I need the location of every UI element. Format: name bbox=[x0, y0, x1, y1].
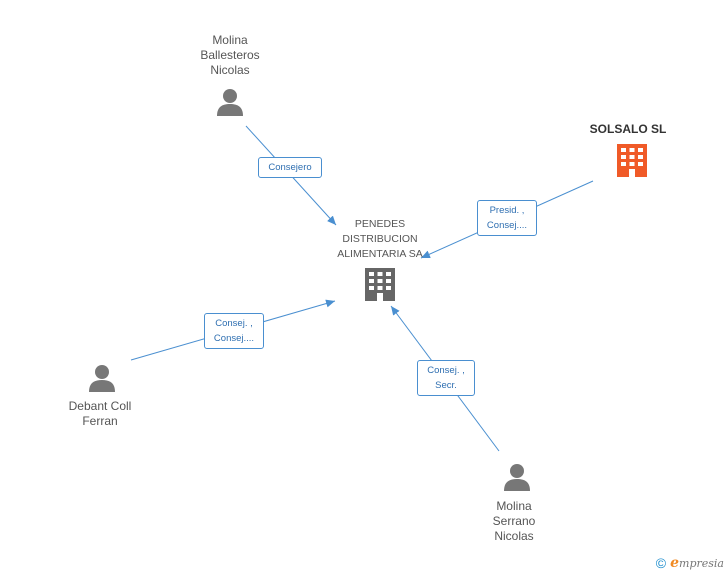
person-icon[interactable] bbox=[504, 464, 530, 491]
edge-label-consej-consej[interactable]: Consej. , Consej.... bbox=[204, 313, 264, 349]
person-label-debant-coll[interactable]: Debant Coll Ferran bbox=[68, 399, 132, 428]
edge-label-presid-consej[interactable]: Presid. , Consej.... bbox=[477, 200, 537, 236]
brand-logo[interactable]: empresia bbox=[670, 555, 724, 571]
footer-brand: © empresia bbox=[656, 555, 724, 571]
building-icon[interactable] bbox=[365, 268, 395, 301]
company-label-solsalo[interactable]: SOLSALO SL bbox=[589, 122, 667, 136]
person-icon[interactable] bbox=[217, 89, 243, 116]
company-label-penedes[interactable]: PENEDES DISTRIBUCION ALIMENTARIA SA bbox=[337, 218, 423, 260]
brand-initial: e bbox=[670, 555, 680, 571]
copyright-symbol: © bbox=[655, 555, 667, 571]
person-label-molina-ballesteros[interactable]: Molina Ballesteros Nicolas bbox=[200, 33, 260, 77]
building-icon[interactable] bbox=[617, 144, 647, 177]
person-icon[interactable] bbox=[89, 365, 115, 392]
person-label-molina-serrano[interactable]: Molina Serrano Nicolas bbox=[492, 499, 536, 543]
edge-label-consejero[interactable]: Consejero bbox=[258, 157, 322, 178]
edge-label-consej-secr[interactable]: Consej. , Secr. bbox=[417, 360, 475, 396]
brand-name: mpresia bbox=[679, 557, 724, 570]
